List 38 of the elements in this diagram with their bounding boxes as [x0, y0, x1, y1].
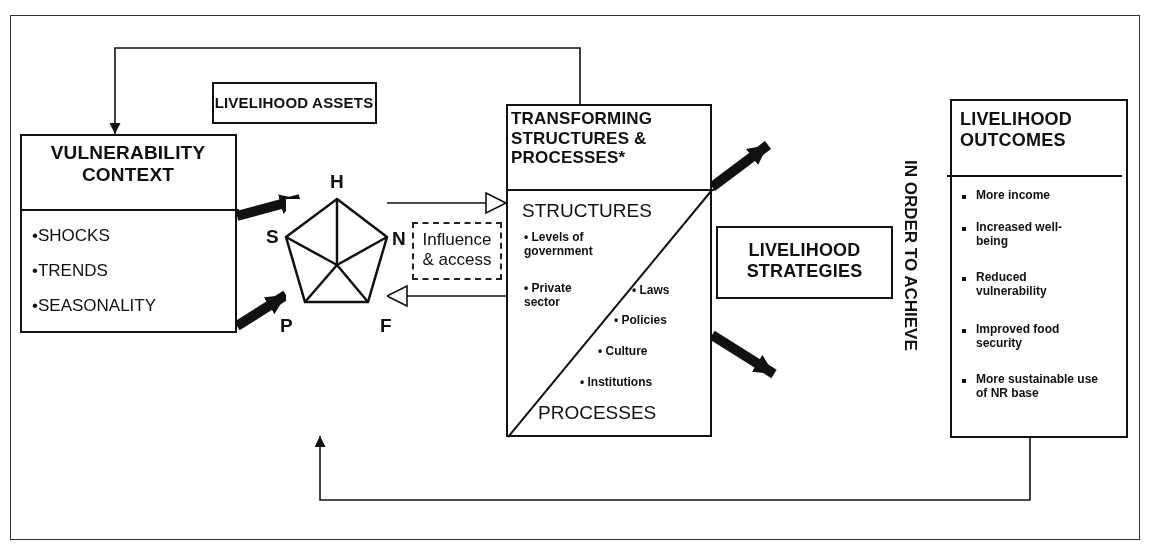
structures-box	[506, 104, 712, 437]
heading: LIVELIHOOD ASSETS	[214, 94, 374, 112]
heading: VULNERABILITY CONTEXT	[49, 142, 207, 186]
dashed-box	[412, 222, 502, 280]
section-heading: STRUCTURES	[522, 200, 652, 222]
arrow	[386, 285, 507, 307]
bullet-item: • Private sector	[524, 282, 573, 310]
arrow	[386, 192, 507, 214]
heading-box	[212, 82, 377, 124]
vertex-label: H	[330, 172, 344, 191]
bullet-item: • Levels of government	[524, 231, 594, 259]
heading: LIVELIHOOD OUTCOMES	[960, 109, 1073, 151]
arrow	[109, 47, 581, 135]
bullet-item: •SHOCKS	[32, 226, 110, 246]
bullet-item: More sustainable use of NR base	[976, 373, 1100, 401]
heading: TRANSFORMING STRUCTURES & PROCESSES*	[511, 109, 654, 168]
context-box	[20, 134, 237, 333]
bullet-item: • Laws	[632, 284, 670, 298]
bullet-item: •SEASONALITY	[32, 296, 157, 316]
bullet-item: More income	[976, 189, 1051, 203]
bullet-item: Reduced vulnerability	[976, 271, 1048, 299]
vertex-label: N	[392, 229, 406, 248]
vertical-text: IN ORDER TO ACHIEVE	[902, 160, 919, 351]
bullet-item: • Institutions	[580, 376, 653, 390]
vertex-label: S	[266, 227, 279, 246]
section-heading: PROCESSES	[538, 402, 657, 424]
bullet-item: Increased well- being	[976, 221, 1064, 249]
vertex-label: P	[280, 316, 293, 335]
vertex-label: F	[380, 316, 392, 335]
box-label: Influence & access	[421, 230, 493, 270]
outcomes-box	[950, 99, 1128, 438]
heading-box	[716, 226, 893, 299]
heading: LIVELIHOOD STRATEGIES	[745, 240, 864, 282]
bullet-item: • Culture	[598, 345, 648, 359]
arrow	[314, 435, 1031, 501]
bullet-item: •TRENDS	[32, 261, 108, 281]
bullet-item: Improved food security	[976, 323, 1061, 351]
bullet-item: • Policies	[614, 314, 667, 328]
